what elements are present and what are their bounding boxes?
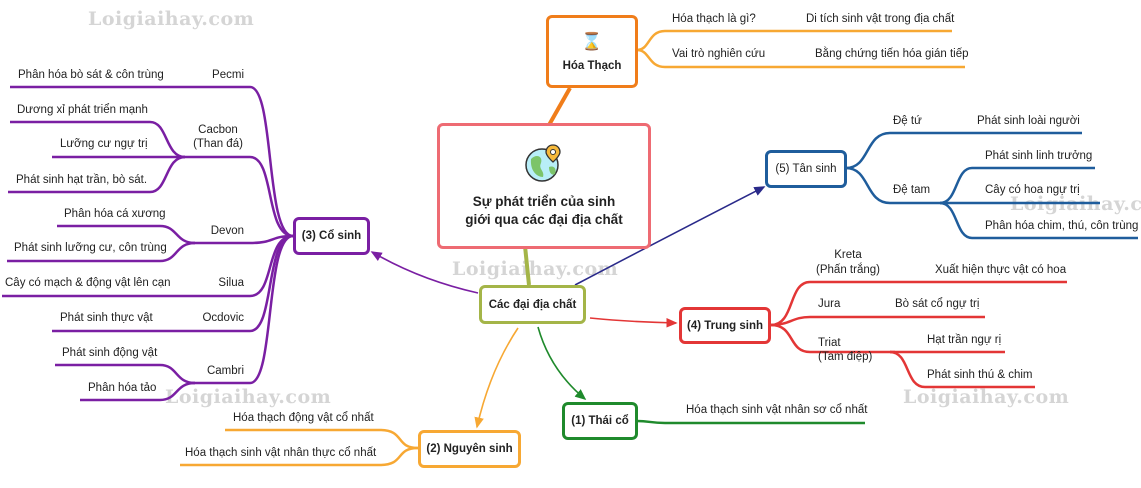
globe-pin-icon [525,144,561,182]
fossil-branch-detail: Bằng chứng tiến hóa gián tiếp [815,48,969,60]
period-detail: Phân hóa tảo [88,382,157,394]
watermark: Loigiaihay.com [165,386,332,408]
fossil-link [547,87,572,126]
hourglass-icon: ⌛ [581,31,603,51]
hub-link [523,245,531,286]
period-detail: Phát sinh linh trưởng [985,150,1093,162]
period-label: Kreta [834,249,862,261]
watermark: Loigiaihay.com [452,258,619,280]
period-detail: Phát sinh thú & chim [927,369,1033,381]
fossil-label: Hóa Thạch [562,59,622,72]
proterozoic-node[interactable]: (2) Nguyên sinh [418,430,521,468]
period-label: Silua [218,277,244,289]
period-detail: Xuất hiện thực vật có hoa [935,264,1067,276]
period-detail: Phát sinh động vật [62,347,158,359]
paleozoic-node[interactable]: (3) Cổ sinh [293,217,370,255]
period-detail: Phát sinh loài người [977,115,1080,127]
period-detail: Bò sát cổ ngự trị [895,298,980,310]
fossil-branch-detail: Di tích sinh vật trong địa chất [806,13,955,25]
period-label: Jura [818,298,841,310]
period-label: Cambri [206,365,244,377]
era-detail: Hóa thạch động vật cổ nhất [233,412,374,424]
central-title-line-2: giới qua các đại địa chất [465,212,623,227]
period-label: Đệ tam [893,184,931,196]
period-detail: Dương xỉ phát triển mạnh [17,104,148,116]
central-topic-node[interactable]: Sự phát triển của sinh giới qua các đại … [437,123,651,249]
fossil-branch-label: Hóa thạch là gì? [672,13,756,25]
central-title-line-1: Sự phát triển của sinh [472,194,616,209]
period-detail: Lưỡng cư ngự trị [60,138,148,150]
mesozoic-node[interactable]: (4) Trung sinh [679,307,771,344]
period-detail: Phân hóa bò sát & côn trùng [18,69,164,81]
archean-node[interactable]: (1) Thái cổ [562,402,638,440]
era-detail: Hóa thạch sinh vật nhân sơ cổ nhất [686,404,868,416]
period-detail: Phát sinh lưỡng cư, côn trùng [14,242,167,254]
period-label: Pecmi [212,69,244,81]
period-label: Devon [210,225,244,237]
period-detail: Cây có hoa ngự trị [985,184,1080,196]
period-label: Ocdovic [202,312,244,324]
watermark: Loigiaihay.com [903,386,1070,408]
fossil-branch-label: Vai trò nghiên cứu [672,48,766,60]
period-detail: Phân hóa cá xương [64,208,166,220]
period-detail: Phát sinh thực vật [60,312,153,324]
period-sublabel: (Tam điệp) [818,351,873,363]
cenozoic-node[interactable]: (5) Tân sinh [765,150,847,188]
period-sublabel: (Phấn trắng) [816,264,880,276]
period-detail: Phát sinh hạt trần, bò sát. [16,174,148,186]
period-sublabel: (Than đá) [193,138,243,150]
period-detail: Hạt trần ngự rị [927,334,1002,346]
fossil-node[interactable]: ⌛ Hóa Thạch [546,15,638,88]
hub-node[interactable]: Các đại địa chất [479,285,586,324]
period-detail: Cây có mạch & động vật lên cạn [5,277,171,289]
period-label: Đệ tứ [893,115,922,127]
era-detail: Hóa thạch sinh vật nhân thực cổ nhất [185,447,377,459]
period-detail: Phân hóa chim, thú, côn trùng [985,220,1139,232]
watermark: Loigiaihay.com [88,8,255,30]
period-label: Cacbon [198,124,238,136]
period-label: Triat [818,337,841,349]
